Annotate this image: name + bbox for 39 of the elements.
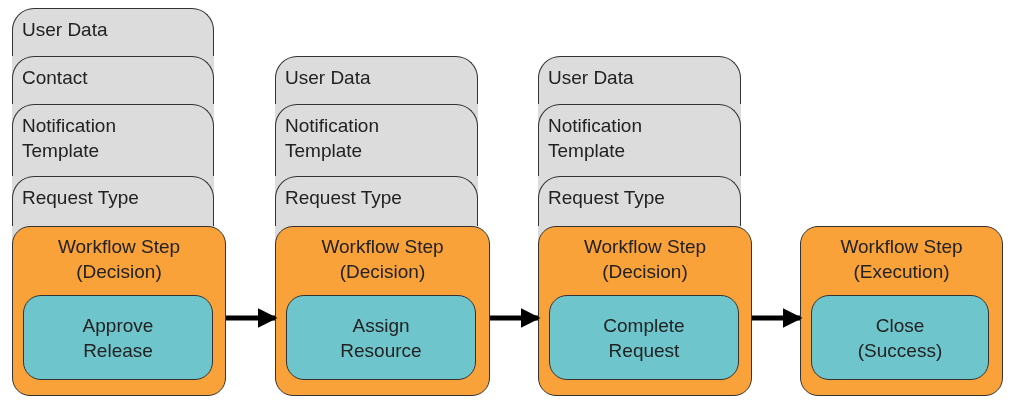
data-tab <box>12 176 214 226</box>
step-title: Workflow Step (Decision) <box>320 235 445 284</box>
data-tab <box>538 176 741 226</box>
action-label: Assign Resource <box>339 313 423 363</box>
data-tab <box>12 8 214 56</box>
action-label: Close (Success) <box>856 313 944 363</box>
data-tab <box>275 104 478 176</box>
action-box <box>23 295 213 380</box>
arrow <box>752 308 803 328</box>
data-tab <box>538 56 741 104</box>
tab-label: Notification Template <box>22 114 117 163</box>
workflow-step-box <box>12 226 226 396</box>
action-box <box>549 295 739 380</box>
step-title: Workflow Step (Execution) <box>839 235 964 284</box>
data-tab <box>538 104 741 176</box>
tab-label: User Data <box>548 66 635 90</box>
workflow-step-box <box>538 226 752 396</box>
tab-label: Request Type <box>548 186 666 210</box>
tab-label: User Data <box>285 66 372 90</box>
workflow-step-box <box>800 226 1003 396</box>
arrow <box>490 308 541 328</box>
tab-label: Contact <box>22 66 89 90</box>
arrow <box>226 308 278 328</box>
tab-label: Request Type <box>22 186 140 210</box>
tab-label: Request Type <box>285 186 403 210</box>
action-box <box>286 295 476 380</box>
workflow-step-box <box>275 226 490 396</box>
data-tab <box>12 104 214 176</box>
tab-label: Notification Template <box>285 114 380 163</box>
action-label: Approve Release <box>81 313 155 363</box>
tab-label: Notification Template <box>548 114 643 163</box>
data-tab <box>12 56 214 104</box>
step-title: Workflow Step (Decision) <box>582 235 708 284</box>
tab-label: User Data <box>22 18 109 42</box>
step-title: Workflow Step (Decision) <box>56 235 182 284</box>
action-label: Complete Request <box>602 313 686 363</box>
action-box <box>811 295 989 380</box>
data-tab <box>275 56 478 104</box>
data-tab <box>275 176 478 226</box>
